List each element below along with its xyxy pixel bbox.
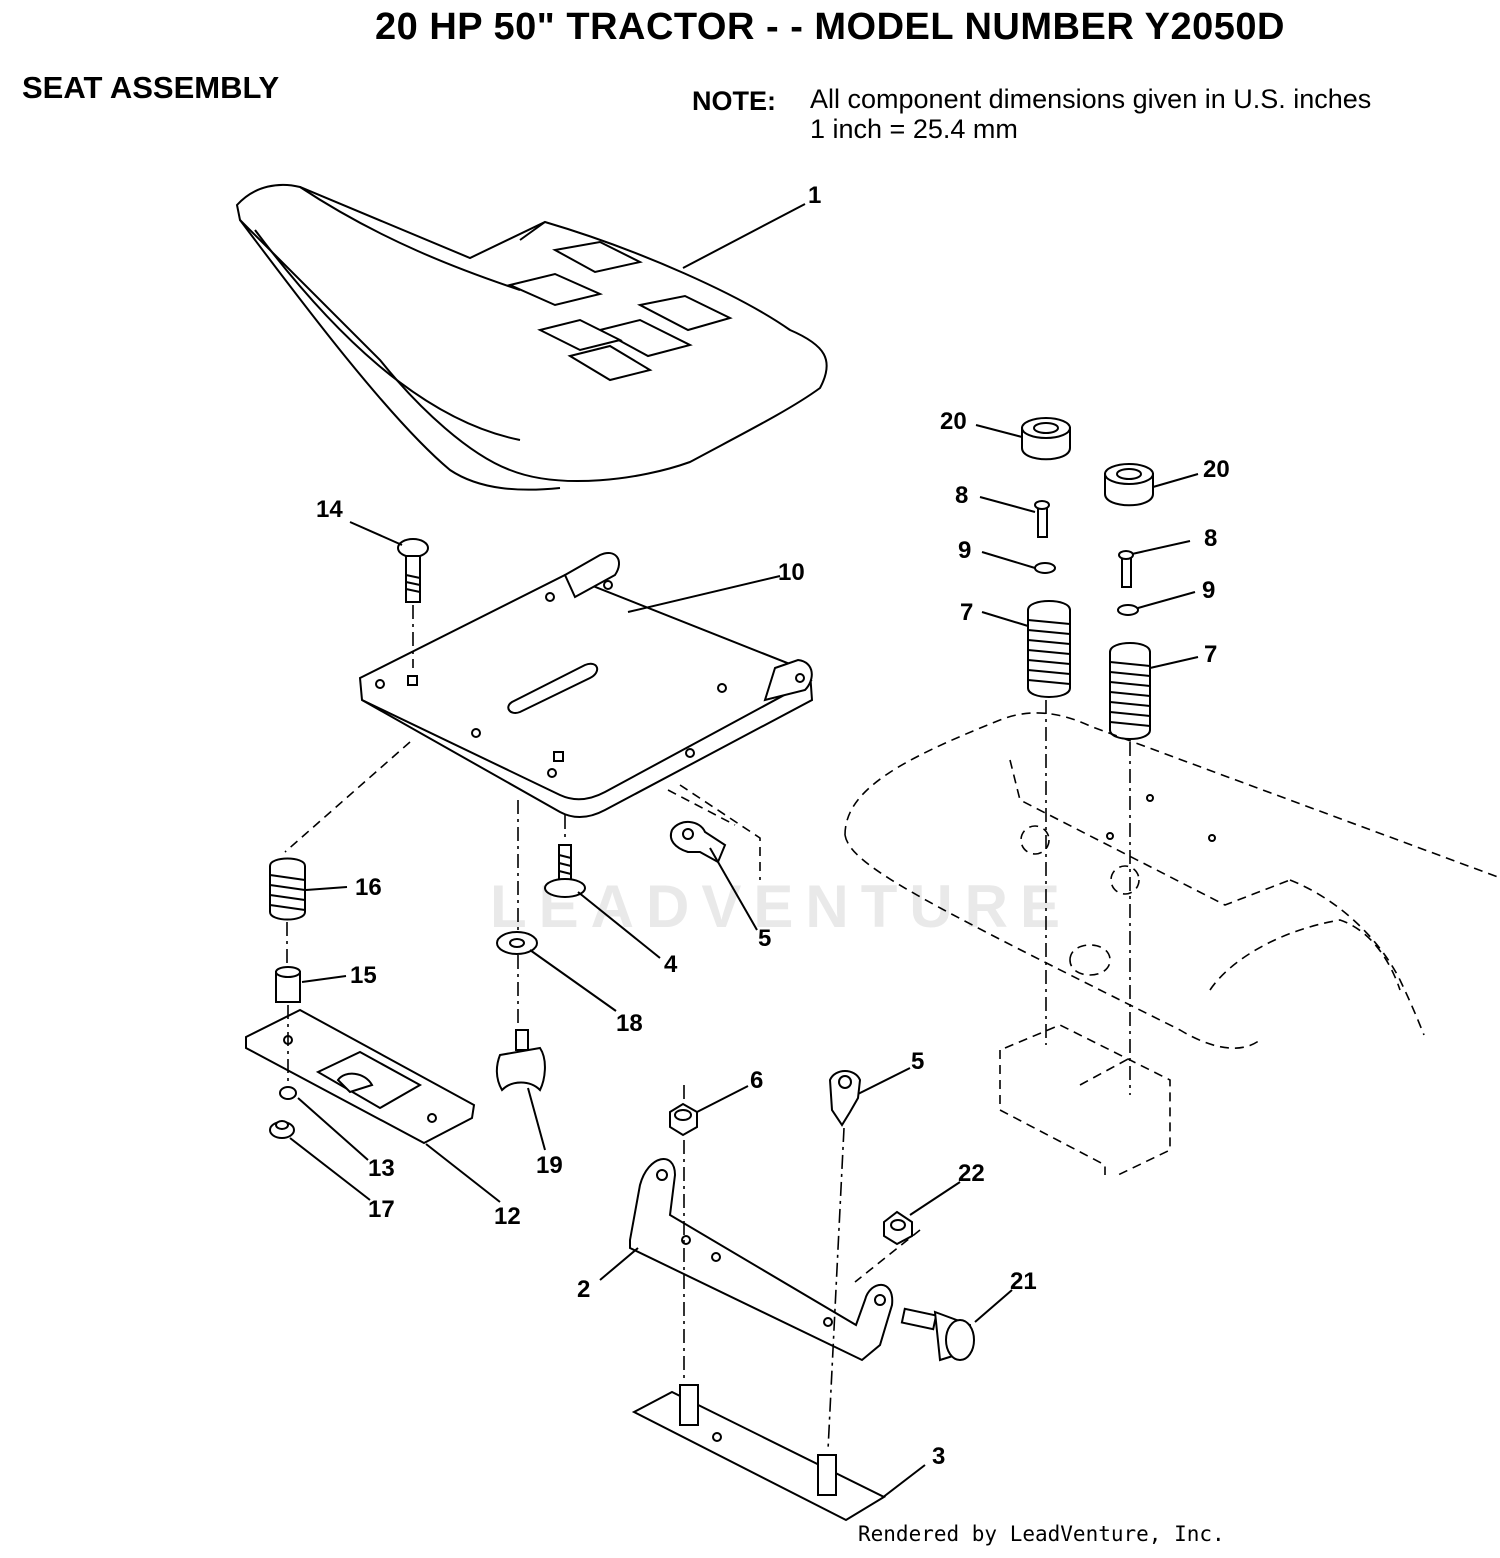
bolt-8-left	[1034, 500, 1050, 538]
note-line-2: 1 inch = 25.4 mm	[810, 114, 1018, 144]
callout-2: 2	[577, 1276, 590, 1303]
callout-20-right: 20	[1203, 456, 1230, 483]
nut-22	[883, 1210, 913, 1246]
callout-9-left: 9	[958, 537, 971, 564]
callout-17: 17	[368, 1196, 395, 1223]
callout-15: 15	[350, 962, 377, 989]
callout-18: 18	[616, 1010, 643, 1037]
page-title: 20 HP 50" TRACTOR - - MODEL NUMBER Y2050…	[375, 6, 1285, 48]
spring-7-left	[1027, 600, 1071, 698]
callout-7-right: 7	[1204, 641, 1217, 668]
callout-21: 21	[1010, 1268, 1037, 1295]
callout-10: 10	[778, 559, 805, 586]
callout-8-left: 8	[955, 482, 968, 509]
pivot-bracket-2	[629, 1158, 894, 1362]
fender-reference-dashed	[844, 712, 1500, 1176]
seat-part	[235, 183, 828, 491]
footer-credit: Rendered by LeadVenture, Inc.	[858, 1522, 1225, 1546]
bolt-4	[544, 844, 586, 898]
carriage-bolt-14	[397, 538, 429, 603]
callout-1: 1	[808, 182, 821, 209]
spring-7-right	[1109, 642, 1151, 740]
bumper-20-right	[1104, 463, 1154, 507]
callout-13: 13	[368, 1155, 395, 1182]
nut-17	[269, 1120, 295, 1139]
callout-3: 3	[932, 1443, 945, 1470]
clip-5-lower	[828, 1070, 862, 1127]
nut-13	[279, 1086, 297, 1100]
callout-5-lower: 5	[911, 1048, 924, 1075]
spring-16	[269, 857, 306, 921]
leader-lines	[289, 203, 1199, 1499]
bolt-8-right	[1118, 550, 1134, 588]
washer-9-left	[1034, 562, 1056, 574]
note-line-1: All component dimensions given in U.S. i…	[810, 84, 1372, 114]
callout-9-right: 9	[1202, 577, 1215, 604]
callout-14: 14	[316, 496, 343, 523]
callout-4: 4	[664, 951, 678, 978]
note-label: NOTE:	[692, 86, 776, 116]
callout-16: 16	[355, 874, 382, 901]
callout-numbers: 1 14 10 16 15 4 5 18 19 13 17 12 6 5 22 …	[316, 182, 1230, 1470]
callout-20-left: 20	[940, 408, 967, 435]
note-text: All component dimensions given in U.S. i…	[810, 84, 1371, 144]
callout-8-right: 8	[1204, 525, 1217, 552]
seat-pan-part	[358, 552, 814, 818]
callout-6: 6	[750, 1067, 763, 1094]
assembly-centerlines	[284, 605, 1131, 1451]
nut-6	[669, 1102, 698, 1137]
mounting-plate-3	[631, 1384, 887, 1522]
knob-19	[495, 1029, 546, 1092]
clip-5-upper	[669, 821, 727, 864]
callout-19: 19	[536, 1152, 563, 1179]
washer-18	[496, 931, 538, 955]
bumper-20-left	[1021, 417, 1071, 461]
section-title: SEAT ASSEMBLY	[22, 70, 280, 105]
shoulder-bolt-21	[900, 1307, 975, 1362]
watermark-text: LEADVENTURE	[490, 873, 1073, 940]
callout-22: 22	[958, 1160, 985, 1187]
slide-bracket-12	[245, 1008, 476, 1145]
spacer-15	[275, 966, 301, 1003]
callout-7-left: 7	[960, 599, 973, 626]
callout-5-upper: 5	[758, 925, 771, 952]
washer-9-right	[1117, 604, 1139, 616]
callout-12: 12	[494, 1203, 521, 1230]
